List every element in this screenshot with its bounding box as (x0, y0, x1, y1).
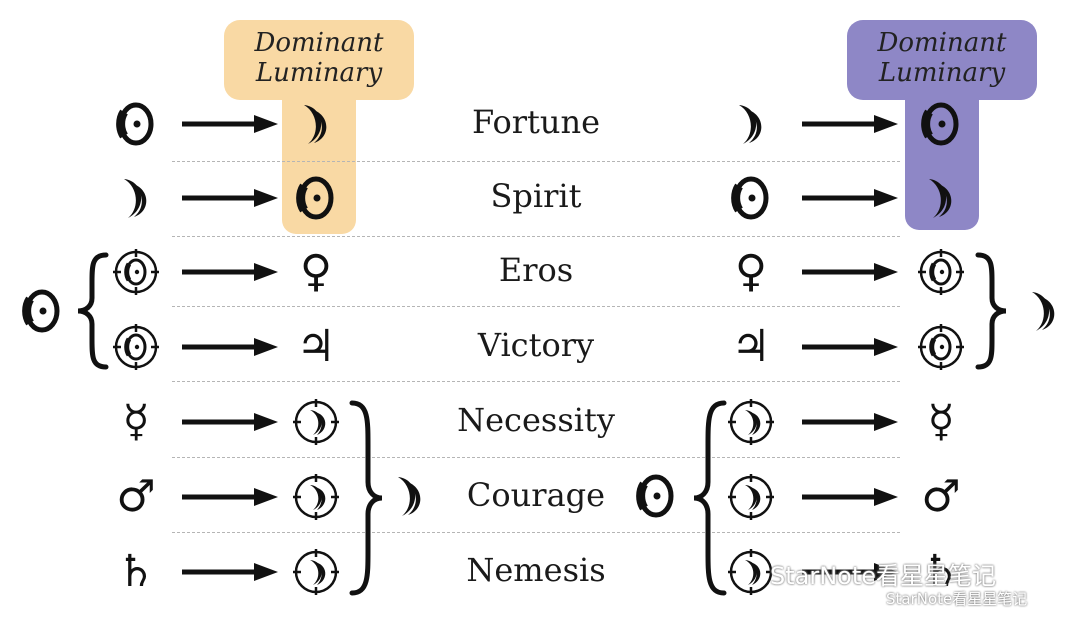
arrow-right-icon (800, 337, 900, 357)
left-header-line1: Dominant (254, 28, 384, 58)
arrow-right-icon (180, 412, 280, 432)
right-header-line2: Luminary (878, 58, 1006, 88)
mars-icon: ♂ (921, 471, 961, 522)
lot-of-spirit-icon (915, 246, 967, 298)
sun-group-icon-left (16, 285, 68, 337)
row-divider (172, 306, 900, 307)
lot-label-necessity: Necessity (457, 401, 615, 439)
row-divider (172, 532, 900, 533)
arrow-right-icon (800, 188, 900, 208)
lot-of-fortune-icon (290, 471, 342, 523)
arrow-right-icon (180, 114, 280, 134)
right-header-line1: Dominant (877, 28, 1007, 58)
lot-label-spirit: Spirit (490, 177, 582, 215)
arrow-right-icon (800, 262, 900, 282)
lot-of-fortune-icon (725, 396, 777, 448)
lot-of-spirit-icon (110, 321, 162, 373)
moon-icon (915, 172, 967, 224)
lot-of-fortune-icon (290, 546, 342, 598)
jupiter-icon: ♃ (296, 321, 336, 372)
left-brace-eros-victory (72, 252, 112, 370)
arrow-right-icon (800, 562, 900, 582)
lot-of-fortune-icon (725, 471, 777, 523)
lot-label-courage: Courage (466, 476, 606, 514)
mercury-icon: ☿ (122, 396, 150, 447)
arrow-right-icon (800, 114, 900, 134)
arrow-right-icon (800, 487, 900, 507)
saturn-icon: ♄ (921, 546, 961, 597)
lot-label-victory: Victory (477, 326, 595, 364)
venus-icon: ♀ (734, 246, 768, 297)
saturn-icon: ♄ (116, 546, 156, 597)
moon-icon (290, 98, 342, 150)
sun-icon (110, 98, 162, 150)
right-dominant-luminary-header: Dominant Luminary (847, 20, 1037, 100)
row-divider (172, 236, 900, 237)
arrow-right-icon (180, 188, 280, 208)
arrow-right-icon (180, 262, 280, 282)
mars-icon: ♂ (116, 471, 156, 522)
lot-of-spirit-icon (110, 246, 162, 298)
left-dominant-luminary-header: Dominant Luminary (224, 20, 414, 100)
lot-of-fortune-icon (290, 396, 342, 448)
moon-icon (110, 172, 162, 224)
moon-group-icon-right (1018, 285, 1070, 337)
row-divider (172, 381, 900, 382)
right-brace-fortune-lots (690, 400, 730, 596)
sun-group-icon-right (630, 470, 682, 522)
arrow-right-icon (180, 337, 280, 357)
jupiter-icon: ♃ (731, 321, 771, 372)
watermark-sub: StarNote看星星笔记 (886, 590, 1028, 608)
venus-icon: ♀ (299, 246, 333, 297)
moon-icon (725, 98, 777, 150)
lot-label-eros: Eros (498, 251, 574, 289)
arrow-right-icon (180, 562, 280, 582)
left-brace-fortune-lots (346, 400, 386, 596)
mercury-icon: ☿ (927, 396, 955, 447)
watermark-main: StarNote看星星笔记 (770, 562, 997, 590)
sun-icon (915, 98, 967, 150)
sun-icon (290, 172, 342, 224)
sun-icon (725, 172, 777, 224)
arrow-right-icon (800, 412, 900, 432)
arrow-right-icon (180, 487, 280, 507)
row-divider (172, 161, 900, 162)
lot-label-fortune: Fortune (471, 103, 601, 141)
row-divider (172, 457, 900, 458)
lot-label-nemesis: Nemesis (466, 551, 606, 589)
lot-of-spirit-icon (915, 321, 967, 373)
moon-group-icon-left (384, 470, 436, 522)
right-brace-eros-victory (972, 252, 1012, 370)
left-header-line2: Luminary (255, 58, 383, 88)
